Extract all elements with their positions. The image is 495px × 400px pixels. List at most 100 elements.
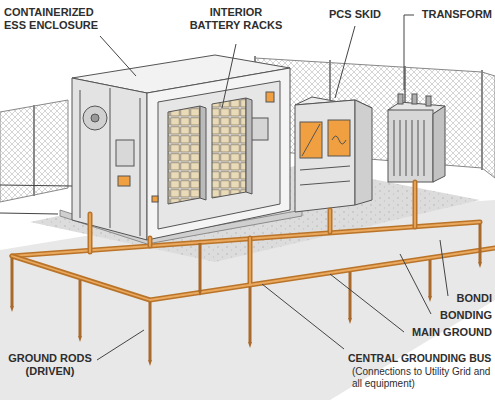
- callout-label: MAIN GROUND: [412, 326, 492, 339]
- label-holder: BONDING: [440, 309, 492, 322]
- battery-racks-part: [212, 98, 246, 198]
- ess-container-part: [80, 90, 81, 218]
- transformer-part: [426, 96, 431, 106]
- ground-rods-part: [248, 342, 252, 348]
- leader-lines-part: [335, 26, 355, 98]
- pcs-skid-part: [300, 181, 350, 185]
- leader-lines-part: [222, 44, 236, 108]
- leader-lines-part: [330, 274, 404, 332]
- transformer-part: [394, 120, 395, 176]
- pcs-skid-part: [295, 100, 355, 212]
- ground-rods-part: [478, 262, 482, 268]
- ess-container-part: [83, 106, 107, 130]
- chain-link-fence-part: [481, 70, 483, 170]
- ground-rods-part: [349, 272, 352, 318]
- ess-container-part: [110, 88, 111, 228]
- transformer-part: [400, 120, 401, 176]
- transformer-part: [412, 94, 417, 104]
- ess-container: [72, 55, 290, 240]
- ground-rods-part: [199, 243, 202, 290]
- ess-container-part: [116, 140, 134, 166]
- ess-container-part: [147, 68, 290, 240]
- transformer-part: [388, 110, 433, 182]
- callout-note: (Connections to Utility Grid and all equ…: [352, 366, 492, 390]
- transformer-part: [406, 120, 407, 176]
- label-holder: CONTAINERIZED ESS ENCLOSURE: [4, 6, 108, 32]
- callout-label: CONTAINERIZED ESS ENCLOSURE: [4, 6, 108, 32]
- ground-rods-part: [148, 360, 152, 366]
- battery-racks: [168, 98, 252, 204]
- ground-rods-part: [428, 296, 432, 302]
- chain-link-fence-part: [33, 105, 35, 196]
- callout-label: INTERIOR BATTERY RACKS: [186, 6, 286, 32]
- battery-racks-part: [168, 106, 200, 204]
- grounding-conductor-back-part: [12, 222, 480, 256]
- pcs-skid-part: [300, 122, 322, 158]
- ground-rods-part: [78, 336, 82, 342]
- battery-racks-part: [246, 98, 252, 194]
- ess-container-part: [152, 196, 158, 202]
- ess-container-part: [72, 78, 147, 240]
- leader-lines-part: [0, 185, 72, 186]
- grounding-conductor-back: [12, 222, 480, 256]
- callout-label: BONDI: [457, 292, 492, 305]
- ess-container-part: [140, 98, 141, 236]
- pcs-skid-part: [302, 124, 320, 156]
- ground-rods-part: [479, 224, 482, 262]
- pcs-skid-part: [300, 166, 350, 170]
- leader-lines: [0, 15, 448, 360]
- ess-container-part: [118, 176, 130, 186]
- ground-rods: [10, 224, 482, 366]
- battery-racks-part: [200, 106, 206, 200]
- label-holder: PCS SKID: [318, 8, 392, 21]
- ground-rods-part: [429, 260, 432, 296]
- label-holder: MAIN GROUND: [412, 326, 492, 339]
- callout-label: CENTRAL GROUNDING BUS: [348, 352, 491, 365]
- transformer-part: [398, 94, 403, 104]
- pcs-skid-part: [355, 100, 372, 205]
- callout-label: BONDING: [440, 309, 492, 322]
- grounding-conductor-front-part: [12, 182, 495, 300]
- callout-label: TRANSFORM: [422, 8, 492, 21]
- chain-link-fence-part: [482, 72, 495, 178]
- chain-link-fence-part: [0, 100, 68, 202]
- leader-lines-part: [262, 284, 344, 349]
- ground-rods-part: [79, 280, 82, 336]
- leader-lines-part: [400, 254, 431, 314]
- grounding-conductor-front: [12, 182, 495, 300]
- transformer-part: [418, 120, 419, 176]
- ground-rods-part: [249, 287, 252, 342]
- transformer-part: [433, 106, 445, 182]
- callout-label: PCS SKID: [318, 8, 392, 21]
- leader-lines-part: [100, 36, 136, 76]
- grounding-conductor-front-part: [12, 182, 495, 300]
- ground-rods-part: [11, 258, 14, 306]
- label-holder: INTERIOR BATTERY RACKS: [186, 6, 286, 32]
- label-holder: BONDI: [457, 292, 492, 305]
- leader-lines-part: [0, 213, 58, 214]
- ground-rods-part: [198, 290, 202, 296]
- pcs-skid-part: [332, 136, 346, 144]
- leader-lines-part: [440, 240, 448, 296]
- pcs-skid: [295, 97, 372, 212]
- pcs-skid-part: [328, 120, 350, 156]
- ground-rods-part: [348, 318, 352, 324]
- ground-rods-part: [10, 306, 14, 312]
- ess-container-part: [158, 81, 280, 229]
- label-holder: CENTRAL GROUNDING BUS: [348, 352, 491, 365]
- ground-rods-part: [149, 302, 152, 360]
- label-holder: (Connections to Utility Grid and all equ…: [352, 366, 492, 390]
- ess-container-part: [266, 92, 274, 102]
- leader-lines-part: [97, 330, 144, 360]
- ess-container-part: [250, 118, 268, 140]
- label-holder: TRANSFORM: [422, 8, 492, 21]
- transformer-part: [424, 120, 425, 176]
- grounding-conductor-back-part: [12, 222, 480, 256]
- transformer: [388, 94, 445, 182]
- transformer-part: [412, 120, 413, 176]
- ess-container-part: [91, 114, 99, 122]
- callout-label: GROUND RODS (DRIVEN): [3, 352, 97, 378]
- leader-lines-part: [404, 15, 414, 90]
